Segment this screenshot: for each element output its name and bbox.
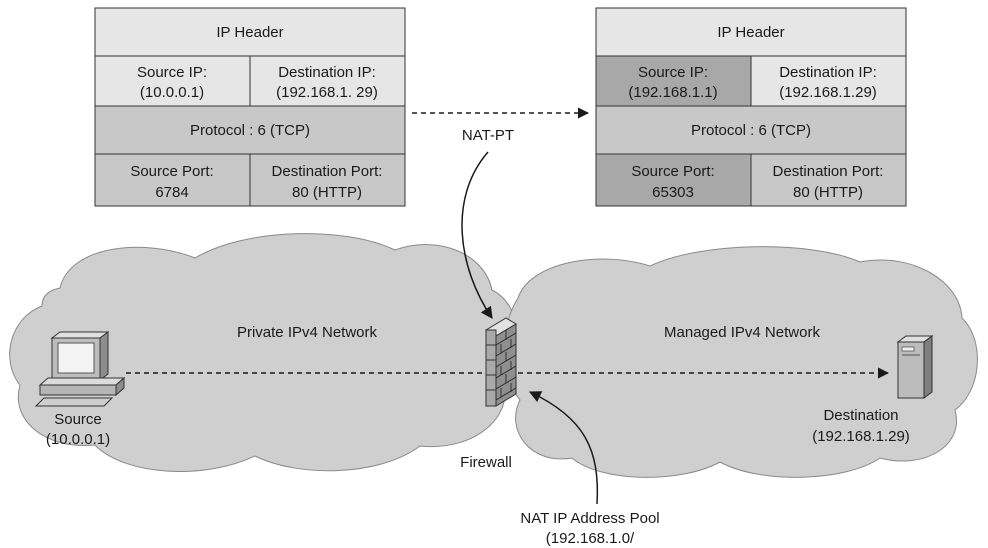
right-ip-header-table [595,7,907,207]
right-dest-port-cell [750,153,907,207]
left-dest-port-value: 80 (HTTP) [292,184,362,201]
right-protocol-cell [595,105,907,155]
right-source-port-cell [595,153,752,207]
address-pool-arrow [528,391,599,505]
private-network-label: Private IPv4 Network [237,324,378,341]
private-network-cloud [9,233,517,473]
nat-pt-label: NAT-PT [462,127,514,144]
right-source-ip-cell [595,55,752,107]
left-ip-header-table [94,7,406,207]
right-source-ip-value: (192.168.1.1) [628,84,717,101]
right-source-port-label: Source Port: [631,163,714,180]
source-label: Source [54,411,102,428]
right-source-ip-label: Source IP: [638,64,708,81]
left-header-title: IP Header [216,24,283,41]
nat-pt-to-firewall-arrow [461,151,493,319]
firewall-label: Firewall [460,454,512,471]
right-source-port-value: 65303 [652,184,694,201]
firewall-icon [485,317,517,407]
left-title-cell [94,7,406,57]
destination-ip: (192.168.1.29) [812,428,910,445]
left-dest-ip-value: (192.168.1. 29) [276,84,378,101]
left-source-ip-label: Source IP: [137,64,207,81]
right-header-title: IP Header [717,24,784,41]
destination-label: Destination [823,407,898,424]
managed-network-cloud [503,246,978,478]
right-dest-ip-value: (192.168.1.29) [779,84,877,101]
server-icon [896,335,934,399]
pool-range: (192.168.1.0/ [546,530,635,547]
right-title-cell [595,7,907,57]
right-dest-ip-cell [750,55,907,107]
source-ip: (10.0.0.1) [46,431,110,448]
left-protocol-cell [94,105,406,155]
left-source-port-cell [94,153,251,207]
left-source-port-label: Source Port: [130,163,213,180]
right-dest-ip-label: Destination IP: [779,64,877,81]
computer-icon [34,331,126,407]
left-source-ip-value: (10.0.0.1) [140,84,204,101]
left-dest-port-cell [249,153,406,207]
right-dest-port-label: Destination Port: [773,163,884,180]
right-protocol: Protocol : 6 (TCP) [691,122,811,139]
left-dest-port-label: Destination Port: [272,163,383,180]
managed-network-label: Managed IPv4 Network [664,324,820,341]
left-dest-ip-label: Destination IP: [278,64,376,81]
left-protocol: Protocol : 6 (TCP) [190,122,310,139]
left-dest-ip-cell [249,55,406,107]
right-dest-port-value: 80 (HTTP) [793,184,863,201]
left-source-port-value: 6784 [155,184,188,201]
pool-label: NAT IP Address Pool [520,510,659,527]
